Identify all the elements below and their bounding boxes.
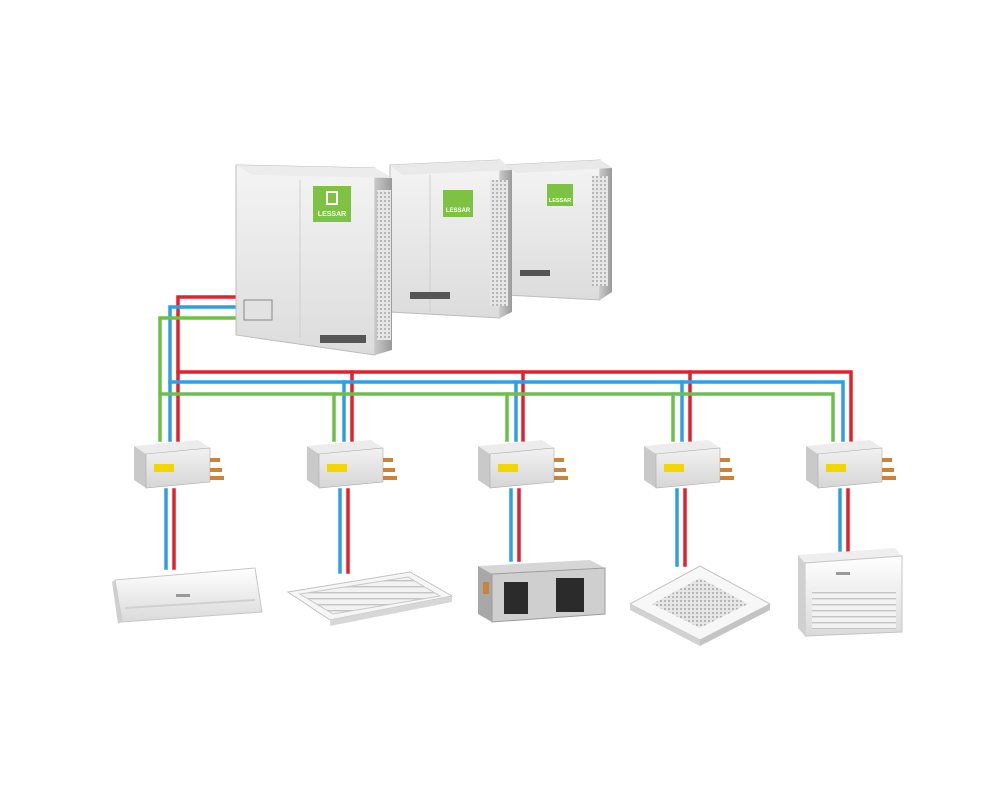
- outdoor-unit-2: LESSAR: [389, 159, 512, 319]
- brand-logo-text: LESSAR: [446, 208, 471, 214]
- wall-mounted-unit: [112, 567, 263, 624]
- ducted-unit: [478, 560, 606, 623]
- distribution-box-2: [307, 440, 397, 489]
- four-way-cassette-unit: [628, 565, 772, 646]
- outdoor-unit-1: LESSAR: [235, 164, 392, 356]
- distribution-box-4: [644, 440, 734, 489]
- floor-ceiling-unit: [798, 548, 903, 637]
- outdoor-units: LESSAR LESSAR LESSAR: [235, 159, 612, 356]
- distribution-box-5: [806, 440, 896, 489]
- branch-pipes: [164, 488, 850, 574]
- piping-network: [158, 295, 853, 574]
- distribution-box-1: [134, 440, 224, 489]
- distribution-boxes: [134, 440, 896, 489]
- indoor-units: [112, 548, 903, 646]
- outdoor-unit-3: LESSAR: [504, 159, 612, 301]
- distribution-box-3: [478, 440, 568, 489]
- brand-logo: [547, 184, 573, 206]
- communication-line: [158, 316, 835, 442]
- one-way-cassette-unit: [286, 571, 454, 626]
- brand-logo-text: LESSAR: [549, 198, 571, 204]
- brand-logo: [443, 190, 473, 217]
- brand-logo-text: LESSAR: [318, 211, 346, 218]
